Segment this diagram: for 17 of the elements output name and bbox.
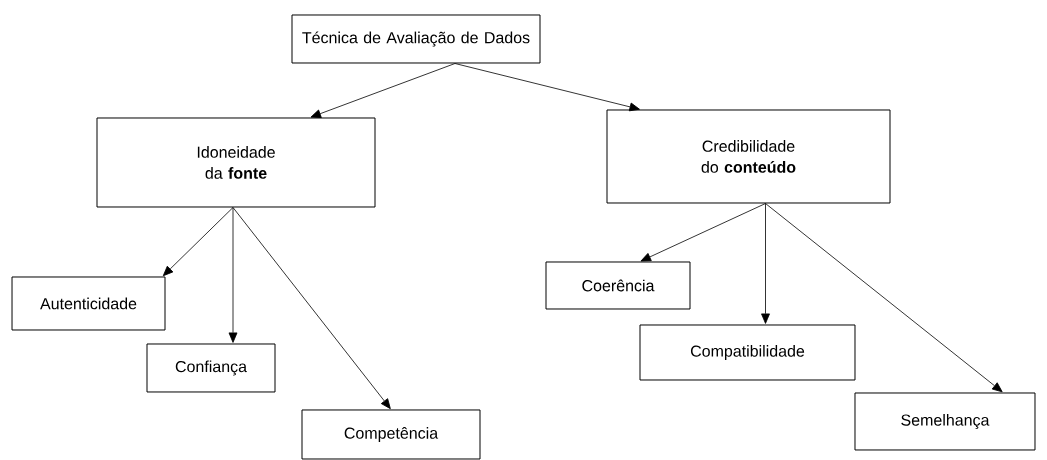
box: Competência [301, 409, 481, 460]
box: Idoneidade da fonte [96, 117, 376, 208]
arrow [310, 63, 456, 118]
arrow [640, 203, 766, 262]
arrow [454, 63, 640, 112]
box: Credibilidade do conteúdo [606, 109, 891, 204]
box: Semelhança [854, 392, 1036, 451]
arrow [228, 207, 238, 343]
box: Técnica de Avaliação de Dados [291, 14, 541, 64]
box: Coerência [545, 261, 691, 310]
box: Autenticidade [11, 276, 166, 331]
arrow [761, 203, 770, 324]
arrow [162, 207, 234, 277]
box: Compatibilidade [639, 324, 856, 381]
box: Confiança [146, 343, 276, 393]
arrow [765, 203, 1003, 393]
arrow [232, 207, 391, 410]
